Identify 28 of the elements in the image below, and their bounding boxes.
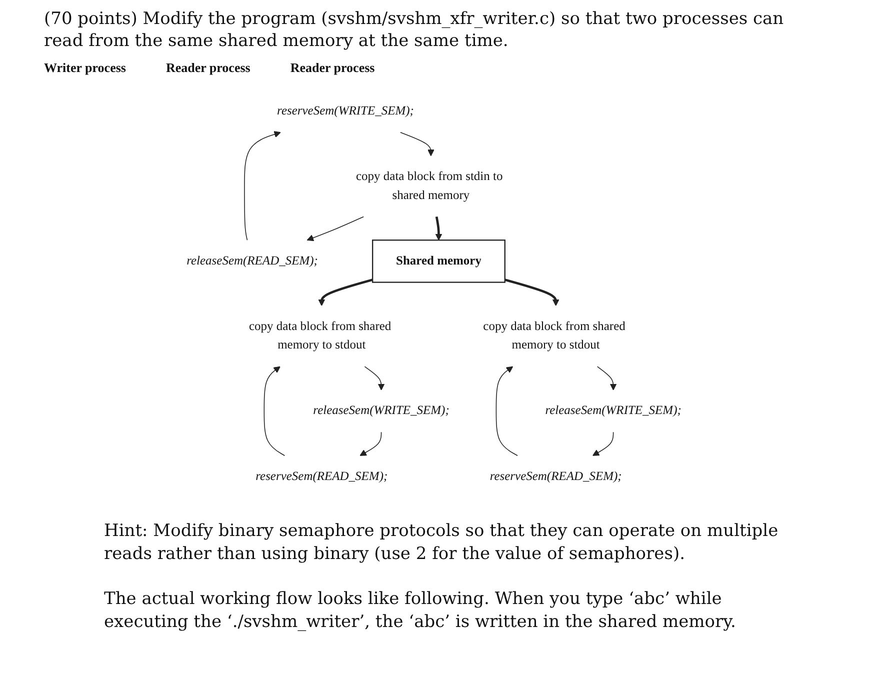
node-text: copy data block from shared memory to stdout: [483, 320, 626, 352]
node-text: reserveSem(WRITE_SEM);: [277, 104, 414, 118]
node-box: Shared memory: [372, 240, 506, 283]
arrow: [592, 432, 614, 456]
arrow: [360, 432, 382, 456]
arrow: [318, 278, 373, 306]
process-heading: Reader process: [290, 60, 375, 75]
hint-paragraph: Hint: Modify binary semaphore protocols so that they can operate on multiple reads rather than using binary (use 2 for the value of semaphores).: [104, 520, 780, 566]
arrow: [400, 132, 434, 156]
arrow: [435, 216, 442, 240]
node-text: reserveSem(READ_SEM);: [256, 470, 388, 483]
node-text: copy data block from stdin to shared memory: [356, 170, 503, 202]
node-text: reserveSem(READ_SEM);: [490, 470, 622, 483]
arrow: [504, 278, 560, 306]
node-text: releaseSem(READ_SEM);: [186, 254, 318, 268]
arrow: [244, 131, 281, 241]
hint-paragraph: The actual working flow looks like following. When you type ‘abc’ while executing the ‘./svshm_writer’, the ‘abc’ is written in the shared memory.: [104, 588, 737, 634]
arrow: [306, 216, 364, 242]
arrow: [364, 366, 385, 390]
process-heading: Reader process: [166, 60, 250, 75]
arrow: [596, 366, 617, 390]
arrow: [496, 366, 518, 456]
process-heading: Writer process: [44, 60, 126, 75]
node-text: releaseSem(WRITE_SEM);: [313, 404, 450, 418]
arrow: [264, 366, 286, 456]
question-text: (70 points) Modify the program (svshm/svshm_xfr_writer.c) so that two processes can read from the same shared memory at the same time.: [44, 8, 785, 52]
node-text: releaseSem(WRITE_SEM);: [545, 404, 682, 418]
node-text: copy data block from shared memory to stdout: [248, 320, 392, 352]
